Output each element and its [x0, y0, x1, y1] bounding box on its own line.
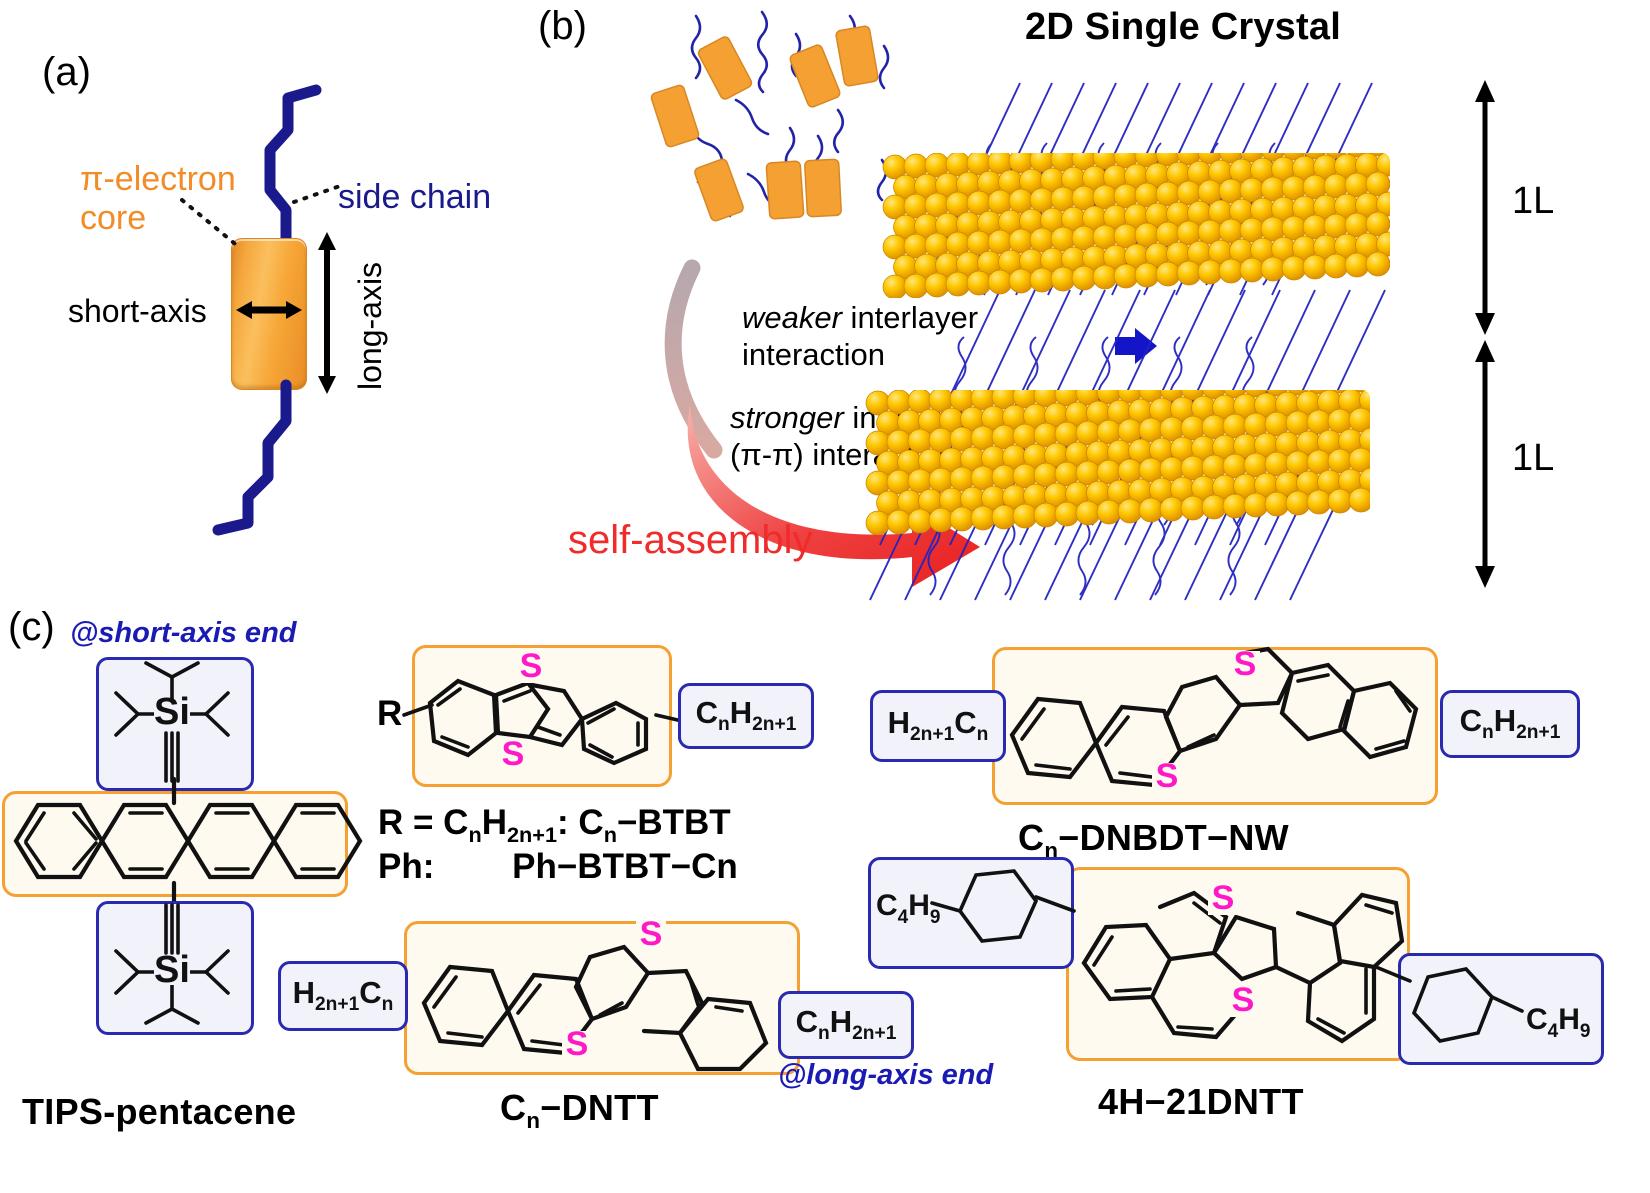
dntt4h-right-group-box [1398, 953, 1604, 1065]
layer-thickness-arrow-top [1475, 80, 1495, 335]
panel-b-letter: (b) [538, 4, 587, 48]
weaker-rest: interlayer [841, 300, 979, 335]
crystal-layer-top [882, 153, 1390, 298]
acetylene-link-top [171, 776, 177, 806]
panel-a-letter: (a) [42, 50, 91, 94]
pi-core-line-1: π-electron [80, 160, 236, 198]
btbt-left-bond [402, 703, 434, 717]
dntt4h-left-bond [1034, 895, 1076, 913]
dntt4h-left-group-box [868, 857, 1074, 969]
sulfur-atom-dnbdt-top: S [1234, 645, 1257, 683]
btbt-right-group-box: CnH2n+1 [678, 683, 814, 749]
dntt-right-group-box: CnH2n+1 [778, 991, 914, 1059]
btbt-core-structure: S S [427, 647, 649, 773]
short-axis-arrow [236, 301, 302, 319]
dnbdt-right-group-text: CnH2n+1 [1459, 703, 1561, 744]
side-chain-zigzag-bottom [212, 379, 292, 536]
dnbdt-core-structure: S S [1009, 645, 1419, 795]
sulfur-atom-4h21dntt-bottom: S [1232, 981, 1255, 1019]
molecule-name-dnbdt-nw: Cn−DNBDT−NW [1018, 817, 1289, 864]
tips-pentacene-name-text: TIPS-pentacene [22, 1091, 297, 1132]
layer-thickness-arrow-bottom [1475, 340, 1495, 588]
panel-c: (c) @short-axis end Si [0, 595, 1650, 1193]
sulfur-atom-dntt-top: S [640, 915, 663, 953]
dntt4h-left-group-text: C4H9 [876, 889, 941, 928]
2d-crystal-illustration [865, 82, 1390, 601]
panel-b-title: 2D Single Crystal [1025, 6, 1341, 48]
dntt4h-right-bond [1374, 965, 1412, 983]
dnbdt-left-group-box: H2n+1Cn [870, 690, 1006, 762]
dntt-left-group-text: H2n+1Cn [292, 975, 394, 1016]
dnbdt-left-group-text: H2n+1Cn [887, 705, 989, 746]
sulfur-atom-btbt-top: S [520, 647, 543, 685]
tips-group-structure-bottom: Si [114, 903, 230, 1025]
sulfur-atom-dntt-bottom: S [566, 1025, 589, 1063]
dntt-core-structure: S S [421, 915, 769, 1072]
layer-label-top: 1L [1512, 180, 1555, 222]
dntt-right-group-text: CnH2n+1 [795, 1004, 897, 1045]
pi-core-line-2: core [80, 199, 147, 238]
short-axis-end-note: @short-axis end [70, 617, 297, 649]
dntt4h-core-structure: S S [1081, 879, 1405, 1044]
pentacene-core-structure [13, 802, 363, 880]
dntt-left-group-box: H2n+1Cn [278, 961, 408, 1031]
grey-curved-arrow [664, 259, 723, 459]
blue-arrow-icon [1115, 328, 1157, 364]
dnbdt-right-group-box: CnH2n+1 [1440, 690, 1580, 758]
pi-electron-core-label: π-electron core [80, 160, 280, 238]
panel-a: (a) π-electron core side chain short-axi… [0, 0, 530, 600]
btbt-left-group-R: R [377, 694, 403, 733]
btbt-legend-line-1: R = CnH2n+1: Cn−BTBT [378, 803, 731, 847]
molecule-name-4h-21dntt: 4H−21DNTT [1098, 1081, 1304, 1122]
btbt-right-group-text: CnH2n+1 [695, 695, 797, 736]
dntt4h-right-cyclohexyl: C4H9 [1411, 967, 1591, 1043]
side-chain-leader-dots [292, 184, 342, 204]
btbt-right-bond [654, 713, 684, 723]
si-atom-bottom: Si [154, 949, 190, 991]
crystal-layer-bottom [865, 390, 1370, 535]
weaker-interlayer-text: weaker interlayer interaction [742, 300, 1082, 373]
tips-group-structure-top: Si [114, 661, 230, 783]
layer-label-bottom: 1L [1512, 437, 1555, 479]
btbt-legend-line-2: Ph: Ph−BTBT−Cn [378, 847, 738, 886]
dntt4h-right-group-text: C4H9 [1526, 1003, 1591, 1042]
sulfur-atom-btbt-bottom: S [502, 735, 525, 773]
disordered-molecules-cloud [650, 10, 890, 222]
molecule-name-tips-pentacene: TIPS-pentacene [22, 1091, 296, 1133]
side-chain-label: side chain [338, 178, 492, 216]
panel-b: (b) 2D Single Crystal [530, 0, 1650, 605]
self-assembly-arrow [687, 405, 980, 587]
dntt4h-left-cyclohexyl: C4H9 [876, 869, 1039, 943]
short-axis-label: short-axis [68, 293, 207, 329]
side-chain-zigzag-top [264, 84, 322, 261]
molecule-name-dntt: Cn−DNTT [500, 1087, 659, 1134]
pi-core-leader-dots [180, 198, 242, 250]
si-atom-top: Si [154, 691, 190, 733]
stronger-emphasis: stronger [730, 400, 844, 435]
long-axis-label: long-axis [352, 261, 388, 390]
panel-c-letter: (c) [8, 605, 55, 649]
long-axis-end-note: @long-axis end [778, 1059, 994, 1091]
weaker-line2: interaction [742, 336, 886, 372]
sulfur-atom-dnbdt-bottom: S [1156, 757, 1179, 795]
weaker-emphasis: weaker [742, 300, 842, 335]
self-assembly-label: self-assembly [568, 518, 813, 562]
long-axis-arrow [318, 232, 336, 394]
sulfur-atom-4h21dntt-top: S [1212, 879, 1235, 917]
dntt-core-box [404, 921, 800, 1075]
